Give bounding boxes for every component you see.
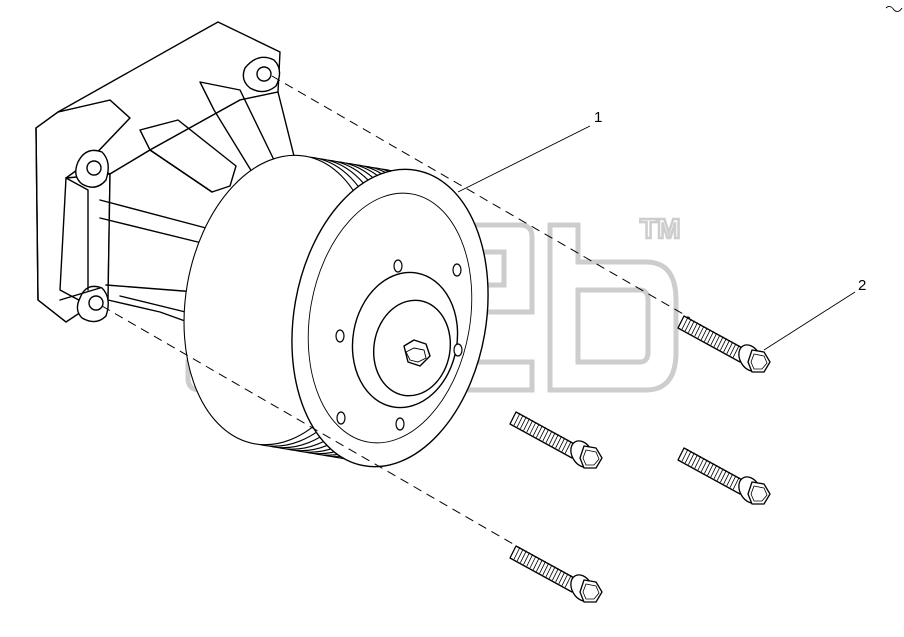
corner-mark	[885, 5, 903, 13]
callout-1-label: 1	[594, 109, 602, 126]
pulley-bolt-hole	[395, 417, 405, 431]
pulley-bolt-hole	[336, 411, 346, 425]
pulley-bolt-hole	[453, 343, 463, 357]
pulley-bolt-hole	[335, 329, 345, 343]
pulley-bolt-hole	[452, 263, 462, 277]
water-pump-housing	[35, 21, 301, 331]
flange-bolt	[677, 447, 771, 505]
flange-bolt	[509, 545, 603, 603]
mounting-bolts	[509, 315, 771, 603]
flange-bolt	[677, 315, 771, 373]
pulley-bolt-hole	[393, 259, 403, 273]
flange-bolt	[509, 411, 603, 469]
callout-2-label: 2	[858, 277, 866, 294]
callout-2: 2	[763, 277, 866, 351]
callout-1: 1	[457, 109, 602, 193]
pulley	[183, 154, 489, 468]
alignment-lines	[101, 75, 691, 549]
trademark-text: TM	[640, 213, 680, 244]
